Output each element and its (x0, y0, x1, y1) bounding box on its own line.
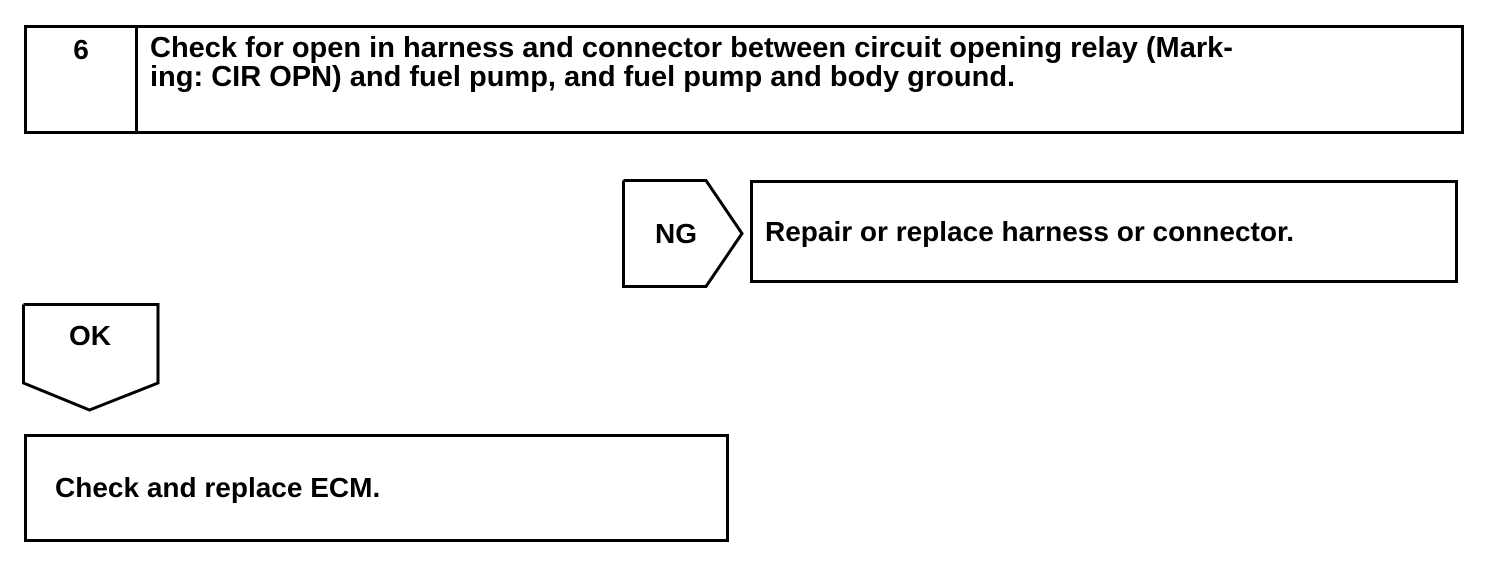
ok-result-box: Check and replace ECM. (24, 434, 729, 542)
ng-label: NG (655, 217, 697, 249)
ng-result-text: Repair or replace harness or connector. (765, 215, 1295, 247)
ok-arrow-shape (22, 303, 160, 412)
ng-result-box: Repair or replace harness or connector. (750, 180, 1458, 283)
step-box: 6 Check for open in harness and connecto… (24, 25, 1464, 134)
step-number: 6 (27, 28, 138, 131)
ng-arrow-shape (622, 179, 744, 288)
ok-label: OK (69, 320, 111, 351)
step-description: Check for open in harness and connector … (150, 32, 1233, 93)
ok-result-text: Check and replace ECM. (55, 472, 381, 503)
